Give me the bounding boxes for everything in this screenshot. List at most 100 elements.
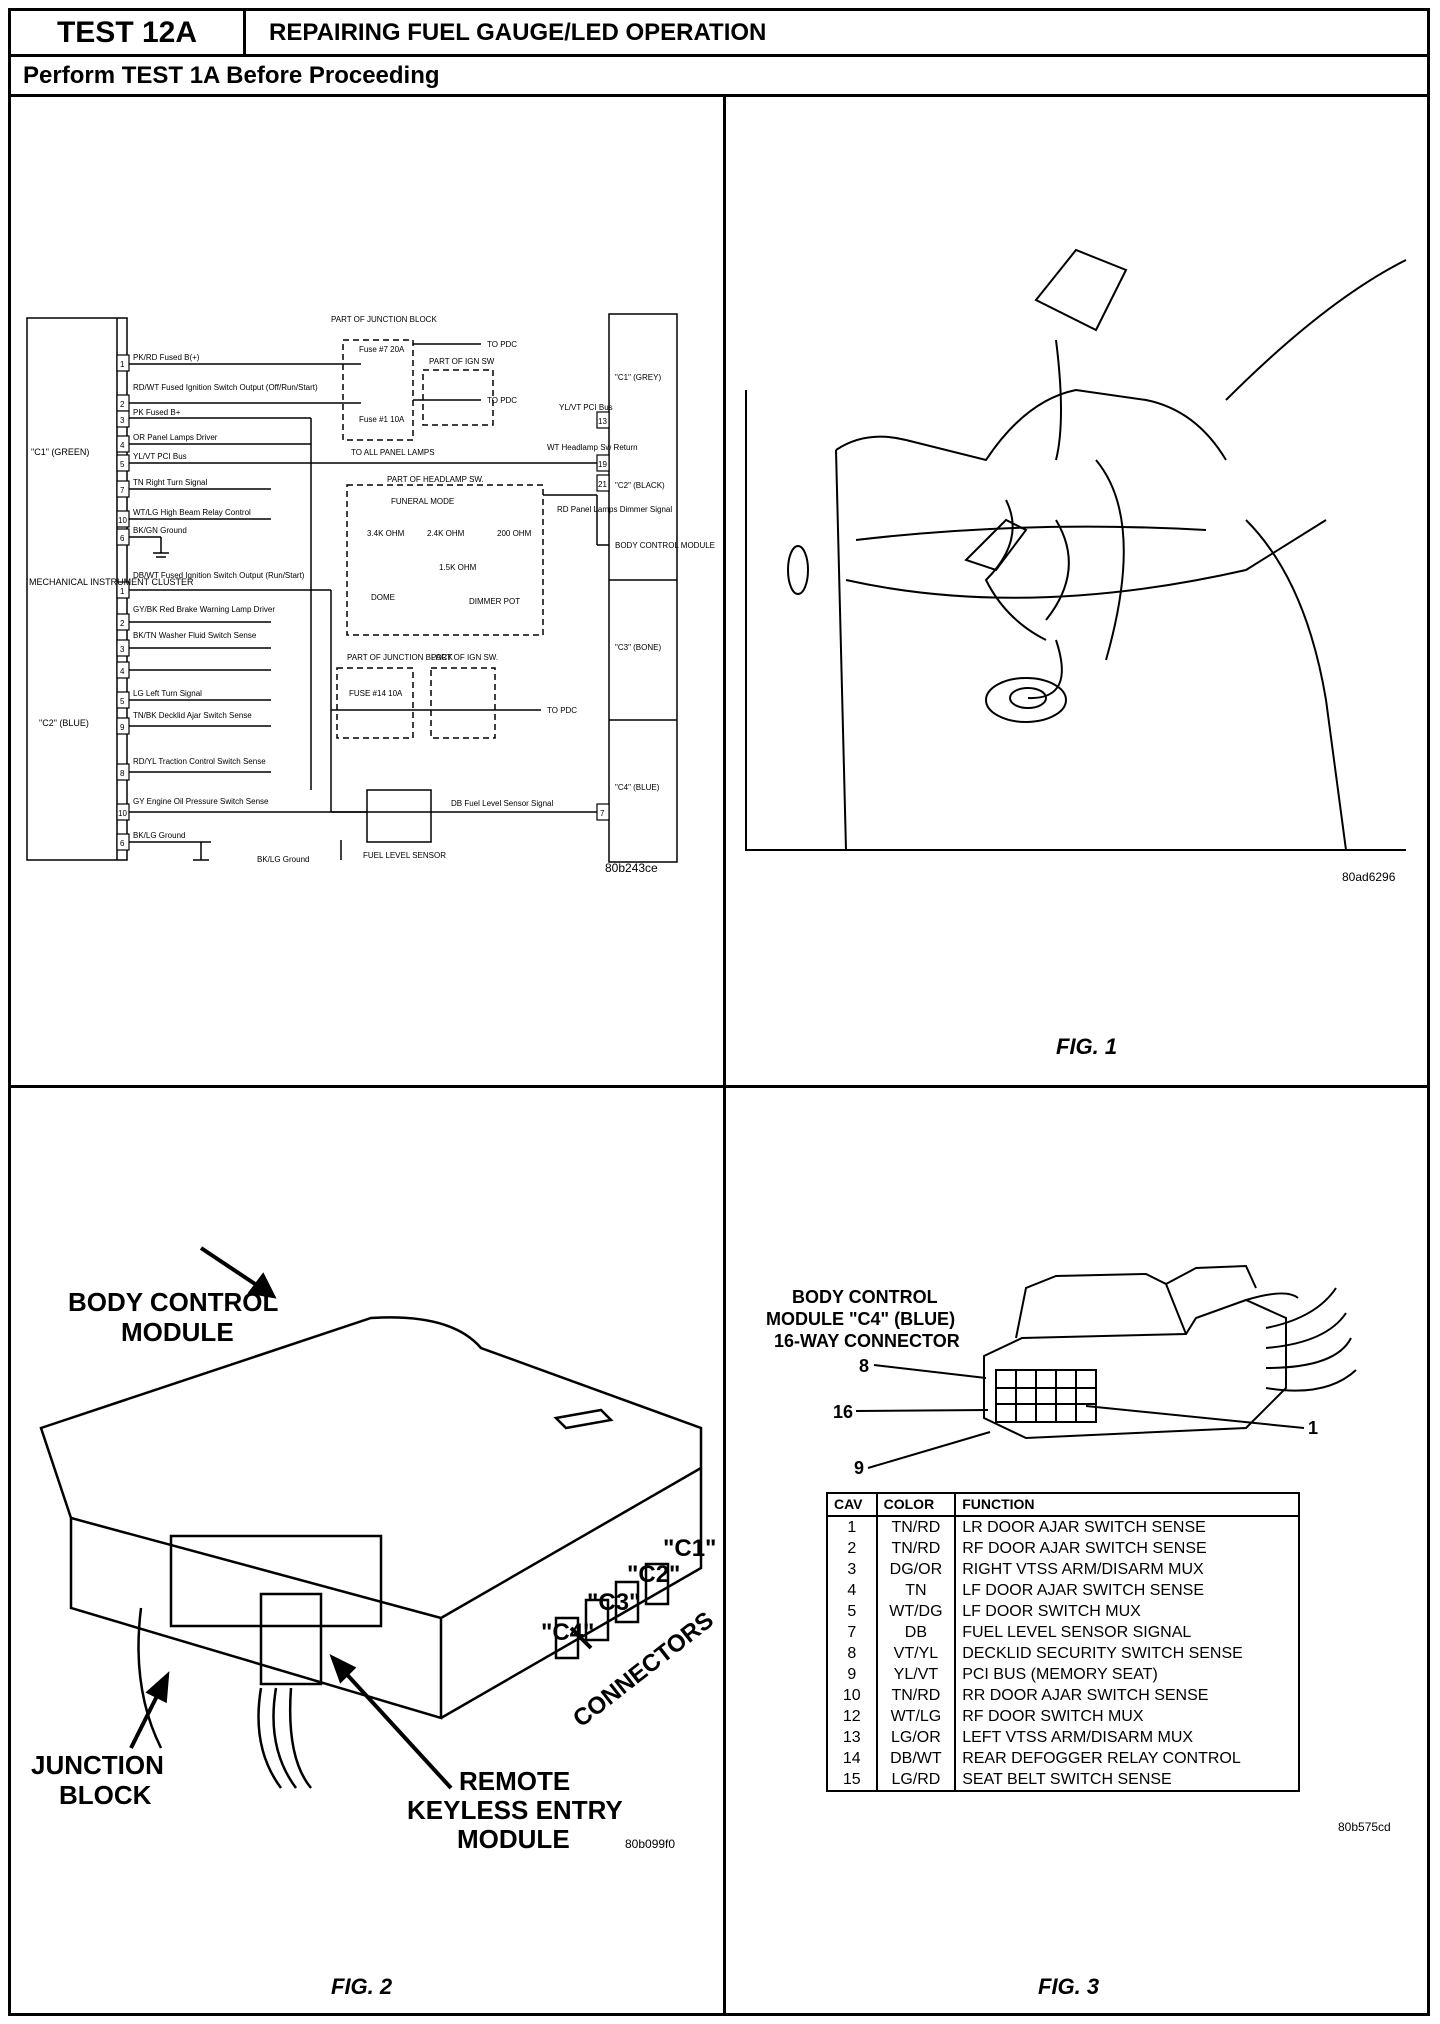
panel-lamps-label: TO ALL PANEL LAMPS	[351, 448, 435, 457]
rke-label: KEYLESS ENTRY	[407, 1795, 623, 1825]
fig3-title: MODULE "C4" (BLUE)	[766, 1309, 955, 1329]
pin-16-label: 16	[833, 1402, 853, 1422]
bcm-label: BODY CONTROL MODULE	[615, 541, 715, 550]
color-cell: YL/VT	[875, 1664, 957, 1685]
figure-code: 80b575cd	[1338, 1820, 1391, 1834]
cav-cell: 10	[826, 1685, 878, 1706]
function-cell: RR DOOR AJAR SWITCH SENSE	[954, 1685, 1300, 1706]
junction-block-label: JUNCTION	[31, 1750, 164, 1780]
function-cell: LEFT VTSS ARM/DISARM MUX	[954, 1727, 1300, 1748]
fig3-panel: BODY CONTROL MODULE "C4" (BLUE) 16-WAY C…	[726, 1088, 1430, 2013]
wire-label: DB/WT Fused Ignition Switch Output (Run/…	[133, 571, 305, 580]
color-cell: TN/RD	[875, 1516, 957, 1538]
figure-code: 80b099f0	[625, 1837, 675, 1851]
horizontal-divider	[11, 1085, 1427, 1088]
fuse14-label: FUSE #14 10A	[349, 689, 403, 698]
cav-cell: 12	[826, 1706, 878, 1727]
pin-number: 19	[598, 460, 607, 469]
wire-label: GY/BK Red Brake Warning Lamp Driver	[133, 605, 275, 614]
cav-cell: 9	[826, 1664, 878, 1685]
bcm-c4-label: "C4" (BLUE)	[615, 783, 660, 792]
wire-label: RD Panel Lamps Dimmer Signal	[557, 505, 672, 514]
fig3-title: BODY CONTROL	[792, 1287, 938, 1307]
fig3-illustration: BODY CONTROL MODULE "C4" (BLUE) 16-WAY C…	[766, 1264, 1357, 1478]
vertical-divider	[723, 97, 726, 2013]
fig1-caption: FIG. 1	[1056, 1034, 1118, 1059]
pin-number: 21	[598, 480, 607, 489]
wire-label: YL/VT PCI Bus	[133, 452, 187, 461]
pin-number: 6	[120, 839, 125, 848]
fuse1-label: Fuse #1 10A	[359, 415, 405, 424]
connector-c3-label: "C3"	[587, 1589, 640, 1616]
function-cell: REAR DEFOGGER RELAY CONTROL	[954, 1748, 1300, 1769]
fig1-panel: 80ad6296 FIG. 1	[726, 100, 1430, 1085]
wire-label: PK/RD Fused B(+)	[133, 353, 200, 362]
rke-label: MODULE	[457, 1824, 570, 1854]
pin-number: 9	[120, 723, 125, 732]
color-cell: DB/WT	[875, 1748, 957, 1769]
test-title: REPAIRING FUEL GAUGE/LED OPERATION	[269, 19, 767, 46]
connector-c1-label: "C1"	[663, 1535, 716, 1562]
c1-green-label: "C1" (GREEN)	[31, 447, 89, 457]
headlamp-sw-label: PART OF HEADLAMP SW.	[387, 475, 484, 484]
junction-block-label: PART OF JUNCTION BLOCK	[347, 653, 453, 662]
wire-label: LG Left Turn Signal	[133, 689, 202, 698]
function-cell: SEAT BELT SWITCH SENSE	[954, 1769, 1300, 1791]
wire-label: WT Headlamp Sw Return	[547, 443, 638, 452]
pin-number: 6	[120, 534, 125, 543]
wire-label: PK Fused B+	[133, 408, 181, 417]
pin-number: 3	[120, 416, 125, 425]
function-cell: RIGHT VTSS ARM/DISARM MUX	[954, 1559, 1300, 1580]
header-bar: TEST 12A REPAIRING FUEL GAUGE/LED OPERAT…	[11, 11, 1427, 57]
pin-number: 5	[120, 697, 125, 706]
color-cell: WT/LG	[875, 1706, 957, 1727]
pin-number: 1	[120, 587, 125, 596]
pin-number: 5	[120, 460, 125, 469]
bcm-c1-label: "C1" (GREY)	[615, 373, 661, 382]
ground-label: BK/LG Ground	[257, 855, 309, 864]
funeral-mode-label: FUNERAL MODE	[391, 497, 454, 506]
column-header: COLOR	[875, 1493, 957, 1517]
junction-block-label: BLOCK	[59, 1780, 152, 1810]
pin-8-label: 8	[859, 1356, 869, 1376]
pin-number: 2	[120, 400, 125, 409]
pin-number: 7	[600, 809, 605, 818]
pin-number: 7	[120, 486, 125, 495]
bcm-label: MODULE	[121, 1317, 234, 1347]
to-pdc-label: TO PDC	[487, 396, 517, 405]
to-pdc-label: TO PDC	[547, 706, 577, 715]
cav-cell: 4	[826, 1580, 878, 1601]
function-cell: LF DOOR AJAR SWITCH SENSE	[954, 1580, 1300, 1601]
cav-cell: 15	[826, 1769, 878, 1791]
column-header: CAV	[826, 1493, 878, 1517]
pin-number: 4	[120, 667, 125, 676]
fig3-caption: FIG. 3	[1038, 1974, 1100, 1999]
fig1-illustration: 80ad6296	[745, 248, 1407, 884]
document-page: TEST 12A REPAIRING FUEL GAUGE/LED OPERAT…	[8, 8, 1430, 2016]
bcm-c3-label: "C3" (BONE)	[615, 643, 661, 652]
test-id: TEST 12A	[11, 11, 246, 54]
cluster-label: MECHANICAL INSTRUMENT CLUSTER	[29, 577, 194, 587]
function-cell: LR DOOR AJAR SWITCH SENSE	[954, 1516, 1300, 1538]
resistor-label: 3.4K OHM	[367, 529, 405, 538]
wiring-schematic: "C1" (GREEN) MECHANICAL INSTRUMENT CLUST…	[26, 313, 715, 875]
pin-number: 8	[120, 769, 125, 778]
c2-blue-label: "C2" (BLUE)	[39, 718, 89, 728]
resistor-label: 1.5K OHM	[439, 563, 477, 572]
color-cell: WT/DG	[875, 1601, 957, 1622]
color-cell: DB	[875, 1622, 957, 1643]
wire-label: WT/LG High Beam Relay Control	[133, 508, 251, 517]
junction-block-label: PART OF JUNCTION BLOCK	[331, 315, 437, 324]
function-cell: FUEL LEVEL SENSOR SIGNAL	[954, 1622, 1300, 1643]
wire-label: BK/LG Ground	[133, 831, 185, 840]
